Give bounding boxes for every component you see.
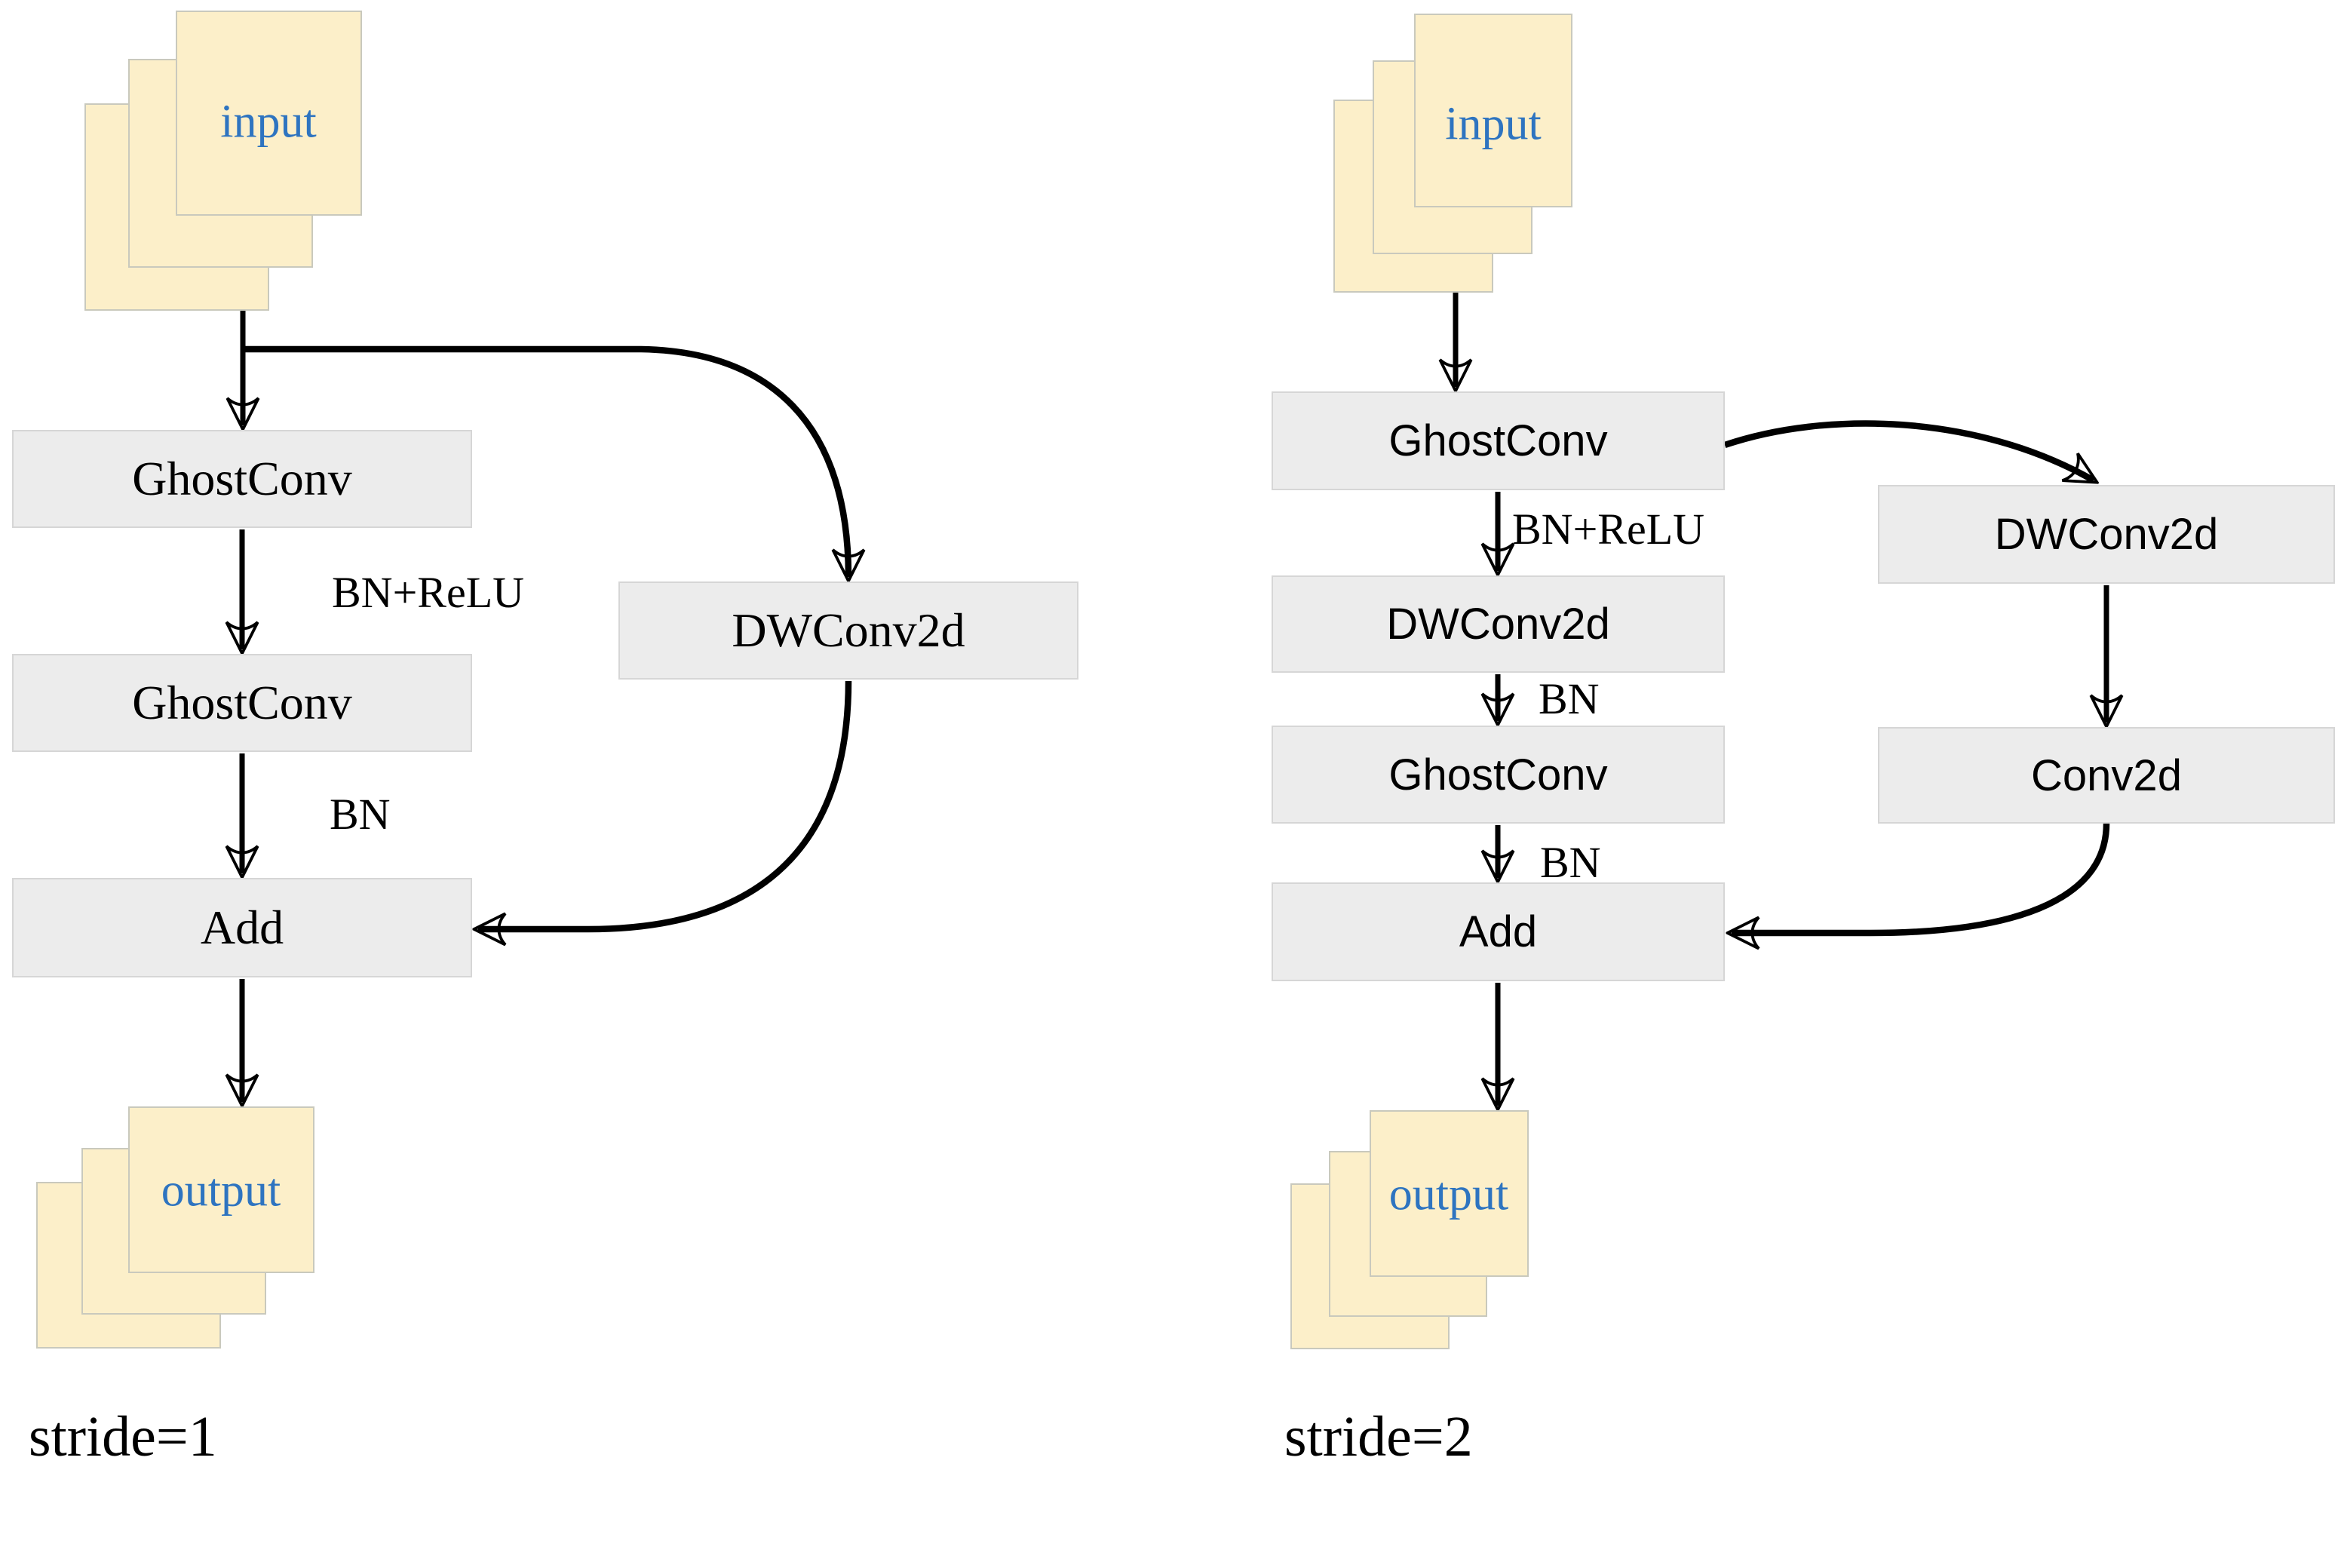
left-caption-stride: stride=1 xyxy=(29,1405,217,1468)
left-node-ghostconv-1: GhostConv xyxy=(12,430,472,528)
left-node-dwconv2d: DWConv2d xyxy=(618,581,1078,680)
left-edge-label-bn: BN xyxy=(330,790,391,839)
left-output-label: output xyxy=(161,1164,281,1217)
arrow-left-skip-input-to-dwconv xyxy=(243,345,848,577)
left-node-ghostconv-2: GhostConv xyxy=(12,654,472,752)
right-node-conv2d: Conv2d xyxy=(1878,727,2335,824)
left-edge-label-bn-relu: BN+ReLU xyxy=(332,568,525,617)
right-node-dwconv2d-mid: DWConv2d xyxy=(1272,575,1725,673)
right-edge-label-bn-2: BN xyxy=(1540,838,1601,887)
right-output-square-front xyxy=(1370,1110,1529,1277)
right-output-label: output xyxy=(1388,1168,1509,1220)
right-node-ghostconv-1: GhostConv xyxy=(1272,391,1725,490)
left-output-square-front xyxy=(128,1106,314,1273)
right-caption-stride: stride=2 xyxy=(1284,1405,1473,1468)
right-edge-label-bn-relu: BN+ReLU xyxy=(1512,505,1705,554)
arrow-left-dwconv-to-add xyxy=(478,680,852,929)
right-node-ghostconv-2: GhostConv xyxy=(1272,726,1725,824)
right-input-square-front xyxy=(1414,14,1572,207)
left-input-square-front xyxy=(176,11,362,216)
arrow-right-conv2d-to-add xyxy=(1732,823,2110,933)
right-node-dwconv2d-branch: DWConv2d xyxy=(1878,485,2335,584)
right-node-add: Add xyxy=(1272,882,1725,981)
arrow-right-skip-ghostconv1-to-dwconv-branch xyxy=(1723,420,2094,480)
right-input-label: input xyxy=(1445,98,1542,150)
left-node-add: Add xyxy=(12,878,472,977)
right-edge-label-bn-1: BN xyxy=(1539,674,1600,723)
left-input-label: input xyxy=(220,96,317,148)
